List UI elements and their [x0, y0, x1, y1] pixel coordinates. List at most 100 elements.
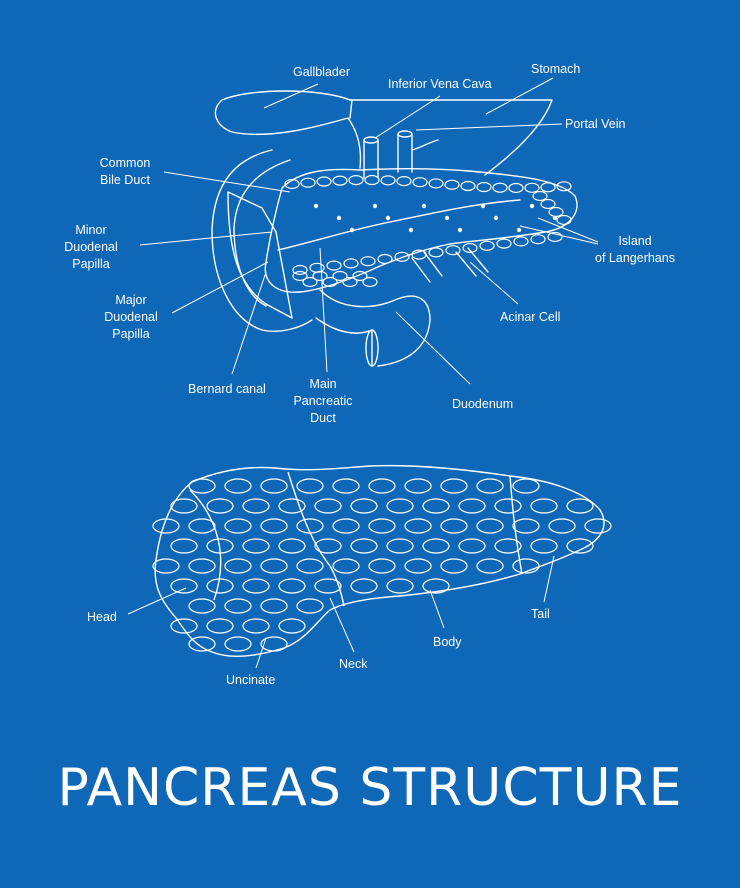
acinus-top: [300, 177, 316, 188]
leader-major-papilla: [171, 261, 269, 314]
acinus-top: [460, 180, 476, 192]
leader-uncinate: [255, 637, 267, 669]
acinus-top: [548, 206, 564, 218]
acinus-top: [326, 260, 342, 271]
acinus-top: [302, 276, 318, 288]
label-duodenum: Duodenum: [452, 397, 514, 411]
acinus-bottom: [440, 518, 468, 534]
acinus-top: [332, 270, 348, 282]
label-head: Head: [87, 610, 117, 624]
acinus-bottom: [188, 518, 216, 534]
acinus-bottom: [530, 538, 558, 554]
leader-portal-vein: [415, 123, 563, 131]
acinus-bottom: [224, 558, 252, 574]
acinus-top: [479, 240, 495, 251]
acinus-bottom: [512, 478, 540, 494]
leader-minor-papilla: [139, 231, 273, 246]
acinus-bottom: [260, 598, 288, 614]
leader-island-2: [519, 225, 599, 245]
leader-acinar-cell: [469, 261, 519, 305]
leader-vena-cava: [374, 95, 441, 139]
acinus-bottom: [530, 498, 558, 514]
acinus-top: [532, 190, 548, 202]
acinus-dot: [408, 227, 414, 233]
acinus-bottom: [422, 578, 450, 594]
main-pancreatic-duct: [277, 199, 521, 251]
acinus-bottom: [152, 518, 180, 534]
acinus-bottom: [458, 538, 486, 554]
acinus-top: [476, 181, 492, 193]
acinus-top: [377, 253, 393, 265]
acinus-bottom: [440, 478, 468, 494]
acinus-top: [362, 276, 378, 288]
leader-bernard-canal: [231, 271, 267, 375]
acinus-dot: [516, 227, 522, 233]
acinus-top: [309, 262, 325, 273]
acinus-top: [524, 182, 540, 193]
acinus-bottom: [566, 498, 594, 514]
page-title: PANCREAS STRUCTURE: [57, 758, 683, 818]
acinus-bottom: [260, 636, 288, 652]
leader-head: [127, 587, 187, 615]
acinus-top: [445, 245, 461, 256]
acinus-top: [508, 182, 524, 194]
acinus-bottom: [422, 498, 450, 514]
acinus-bottom: [494, 538, 522, 554]
acinus-top: [428, 178, 444, 189]
acinus-dot: [421, 203, 427, 209]
acinus-bottom: [584, 518, 612, 534]
acinus-bottom: [476, 478, 504, 494]
acinus-dot: [349, 227, 355, 233]
acinus-bottom: [278, 498, 306, 514]
stomach-shape: [349, 99, 553, 176]
acinus-top: [284, 178, 300, 190]
acinus-bottom: [386, 498, 414, 514]
label-main-pancreatic-duct: Main Pancreatic Duct: [293, 377, 353, 425]
uncinate-divider: [189, 489, 222, 601]
vena-cava-shape: [363, 139, 379, 179]
duodenum-shape: [211, 149, 313, 332]
label-gallbladder: Gallblader: [293, 65, 350, 79]
acinus-bottom: [188, 598, 216, 614]
label-neck: Neck: [339, 657, 368, 671]
acinus-bottom: [512, 558, 540, 574]
pancreas-top-shape: [264, 168, 578, 293]
acinus-bottom: [260, 558, 288, 574]
acinus-top: [322, 276, 338, 288]
label-bernard-canal: Bernard canal: [188, 382, 266, 396]
portal-vein-shape: [397, 133, 439, 173]
acinus-bottom: [224, 478, 252, 494]
acinus-top: [530, 234, 546, 245]
label-portal-vein: Portal Vein: [565, 117, 626, 131]
acinus-dot: [444, 215, 450, 221]
acinus-bottom: [224, 598, 252, 614]
leader-main-duct: [319, 247, 328, 373]
acinus-bottom: [170, 618, 198, 634]
acinus-top: [364, 174, 380, 186]
acinus-bottom: [206, 498, 234, 514]
acinus-bottom: [548, 518, 576, 534]
acinus-bottom: [260, 478, 288, 494]
acinus-top: [332, 175, 348, 186]
acinus-bottom: [476, 518, 504, 534]
acinus-dot: [493, 215, 499, 221]
acinus-dot: [385, 215, 391, 221]
acinus-bottom: [188, 558, 216, 574]
acinus-bottom: [368, 518, 396, 534]
acinus-dot: [336, 215, 342, 221]
acinus-bottom: [422, 538, 450, 554]
acinus-bottom: [296, 558, 324, 574]
leader-duodenum: [395, 311, 471, 385]
acinus-top: [540, 182, 556, 193]
acinus-top: [394, 251, 410, 262]
label-major-duodenal-papilla: Major Duodenal Papilla: [104, 293, 158, 341]
acinus-dot: [372, 203, 378, 209]
acinus-top: [360, 256, 376, 267]
acinus-bottom: [170, 578, 198, 594]
acinus-bottom: [368, 478, 396, 494]
acinus-bottom: [440, 558, 468, 574]
label-body: Body: [433, 635, 462, 649]
acinus-top: [316, 176, 332, 187]
acinus-bottom: [404, 478, 432, 494]
